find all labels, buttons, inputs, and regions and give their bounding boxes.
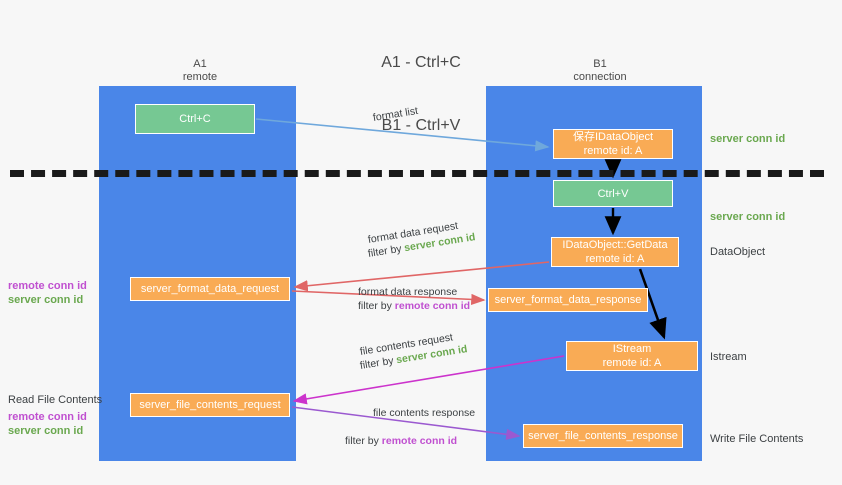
filter-value-remote-conn-id: remote conn id bbox=[394, 300, 471, 312]
column-header-b1-name: B1 bbox=[593, 58, 607, 70]
filter-prefix: filter by bbox=[345, 435, 382, 447]
annotation-read-file-contents: Read File Contents bbox=[8, 394, 103, 406]
column-header-a1: A1 remote bbox=[120, 58, 280, 84]
column-header-a1-sub: remote bbox=[182, 71, 218, 83]
annotation-dataobject: DataObject bbox=[710, 246, 766, 258]
edge-label-format-data-request: format data request filter by server con… bbox=[367, 220, 477, 261]
edge-label-file-contents-request: file contents request filter by server c… bbox=[359, 331, 469, 373]
annotation-remote-conn-id-1: remote conn id bbox=[8, 280, 87, 292]
node-ctrl-c-line1: Ctrl+C bbox=[179, 113, 211, 125]
node-getdata-line2: remote id: A bbox=[585, 253, 645, 265]
column-header-b1-sub: connection bbox=[573, 71, 627, 83]
node-ctrl-v-line1: Ctrl+V bbox=[597, 187, 629, 200]
edge-label-format-data-response-text: format data response bbox=[358, 286, 458, 298]
phase-divider bbox=[10, 170, 824, 177]
annotation-conn-ids-top: remote conn id server conn id bbox=[8, 279, 87, 307]
annotation-server-conn-id-top: server conn id bbox=[710, 133, 786, 145]
node-istream-line1: IStream bbox=[612, 343, 652, 355]
edge-label-file-contents-response-filter: filter by remote conn id bbox=[345, 434, 475, 448]
filter-prefix: filter by bbox=[358, 300, 395, 312]
column-header-b1: B1 connection bbox=[520, 58, 680, 84]
node-server-file-contents-request-label: server_file_contents_request bbox=[139, 399, 281, 411]
edge-label-file-contents-response: file contents response filter by remote … bbox=[345, 406, 475, 448]
node-istream-line2: remote id: A bbox=[602, 357, 662, 369]
annotation-remote-conn-id-2: remote conn id bbox=[8, 411, 87, 423]
title-line-1: A1 - Ctrl+C bbox=[381, 54, 461, 71]
node-server-file-contents-request[interactable]: server_file_contents_request bbox=[130, 393, 290, 417]
node-server-format-data-response[interactable]: server_format_data_response bbox=[488, 288, 648, 312]
node-idataobject-line1: 保存IDataObject bbox=[572, 131, 654, 143]
node-server-format-data-request-label: server_format_data_request bbox=[140, 283, 280, 295]
edge-label-file-contents-response-text: file contents response bbox=[373, 407, 476, 419]
annotation-server-conn-id-1: server conn id bbox=[8, 294, 84, 306]
node-server-file-contents-response-label: server_file_contents_response bbox=[528, 430, 678, 442]
node-server-format-data-request[interactable]: server_format_data_request bbox=[130, 277, 290, 301]
annotation-istream: Istream bbox=[710, 351, 747, 363]
column-header-a1-name: A1 bbox=[193, 58, 207, 70]
annotation-server-conn-id-2: server conn id bbox=[8, 425, 84, 437]
node-server-format-data-response-label: server_format_data_response bbox=[494, 294, 642, 306]
filter-value-remote-conn-id: remote conn id bbox=[381, 435, 458, 447]
annotation-write-file-contents: Write File Contents bbox=[710, 433, 804, 445]
edge-label-format-list: format list bbox=[372, 105, 419, 125]
annotation-conn-ids-bottom: remote conn id server conn id bbox=[8, 410, 87, 438]
annotation-server-conn-id-mid: server conn id bbox=[710, 211, 786, 223]
node-idataobject[interactable]: 保存IDataObject remote id: A bbox=[553, 129, 673, 159]
node-getdata[interactable]: IDataObject::GetData remote id: A bbox=[551, 237, 679, 267]
node-istream[interactable]: IStream remote id: A bbox=[566, 341, 698, 371]
edge-label-format-data-response: format data response filter by remote co… bbox=[358, 285, 470, 313]
node-idataobject-line2: remote id: A bbox=[583, 145, 643, 157]
node-ctrl-v[interactable]: Ctrl+V bbox=[553, 180, 673, 207]
node-getdata-line1: IDataObject::GetData bbox=[562, 239, 668, 251]
edge-label-format-data-response-filter: filter by remote conn id bbox=[358, 299, 470, 313]
node-ctrl-c[interactable]: Ctrl+C bbox=[135, 104, 255, 134]
node-server-file-contents-response[interactable]: server_file_contents_response bbox=[523, 424, 683, 448]
